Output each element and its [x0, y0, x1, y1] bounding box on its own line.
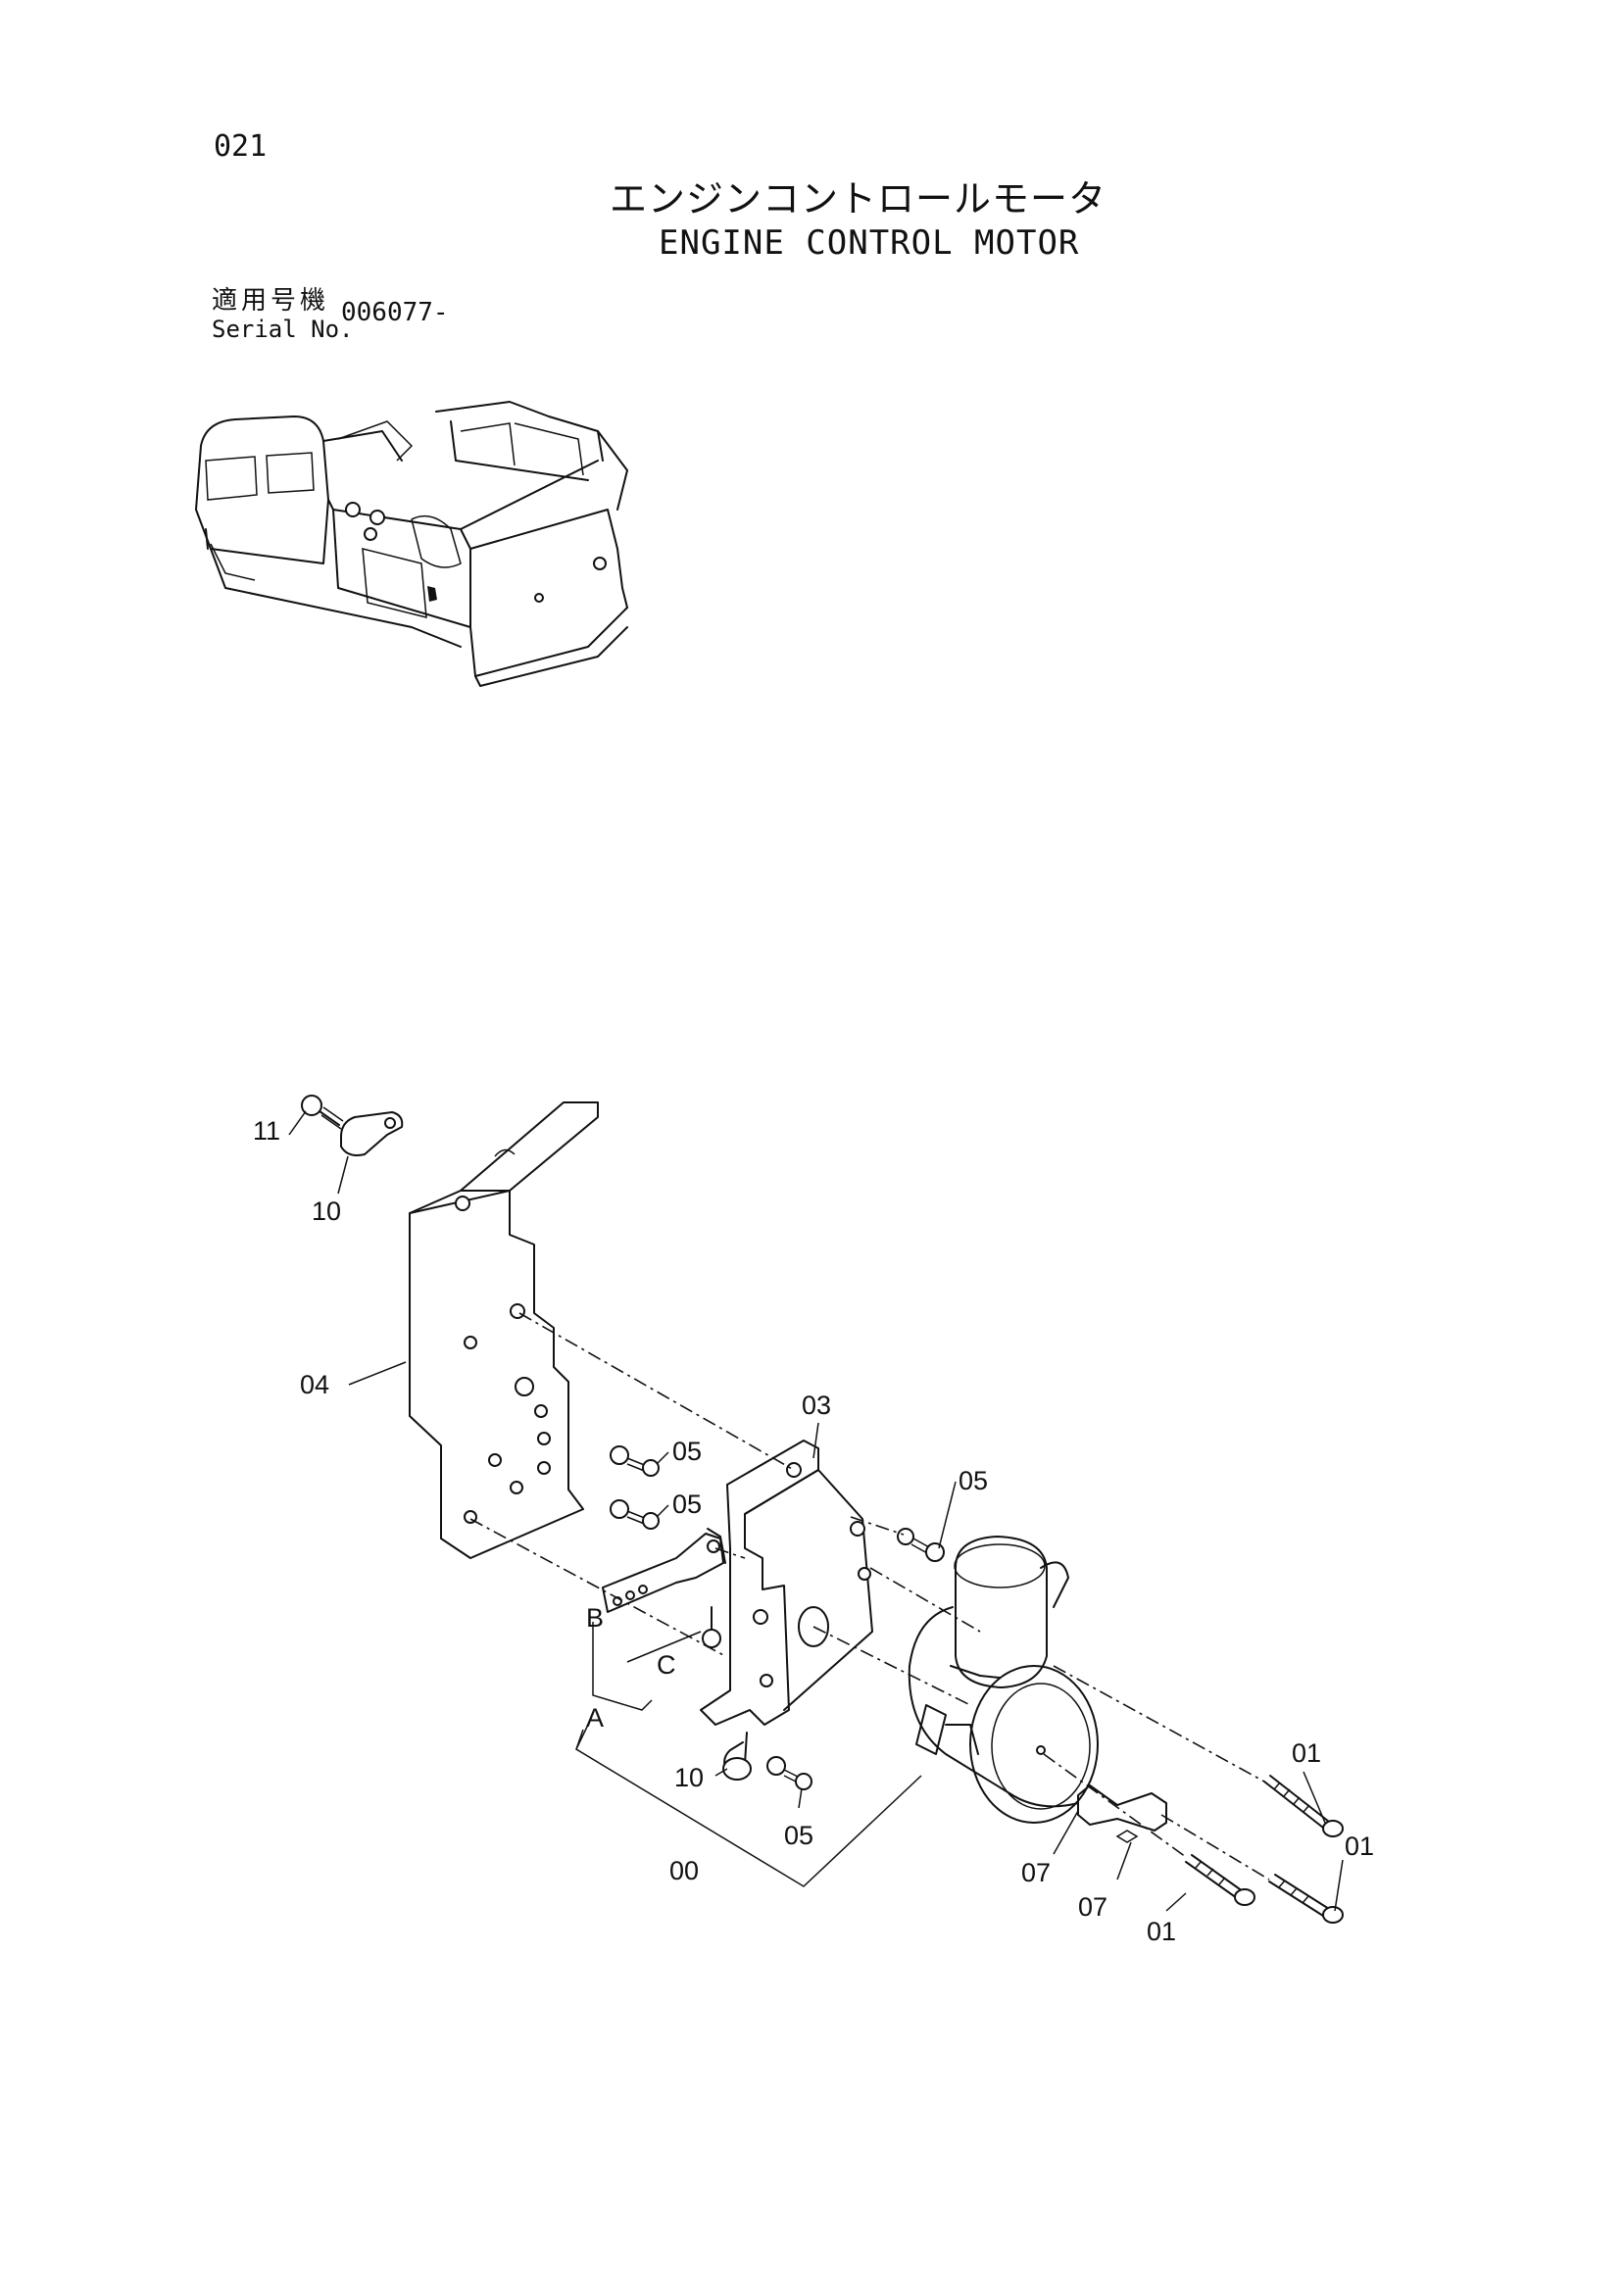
callout-00: 00: [669, 1856, 699, 1885]
bolt-01-a: [1263, 1775, 1344, 1837]
callout-C: C: [657, 1650, 676, 1680]
bolt-05-c: [897, 1528, 945, 1562]
page-number: 021: [214, 129, 268, 164]
callout-01-c: 01: [1147, 1917, 1176, 1946]
bolt-05-a: [610, 1445, 660, 1477]
lever-assembly: [602, 1528, 726, 1648]
bolt-05-b: [610, 1499, 660, 1530]
serial-label-english: Serial No.: [212, 316, 354, 343]
exploded-view: [288, 1095, 1344, 1924]
bolt-01-b: [1185, 1854, 1255, 1906]
callout-01-b: 01: [1345, 1832, 1374, 1861]
callout-B: B: [586, 1603, 604, 1633]
serial-label-japanese: 適用号機: [212, 286, 330, 316]
callout-05-b: 05: [672, 1490, 702, 1519]
callout-05-c: 05: [959, 1466, 988, 1495]
machine-location-thumbnail: [195, 401, 628, 687]
callout-10-bottom: 10: [674, 1763, 704, 1792]
serial-number-value: 006077-: [341, 298, 449, 327]
callout-05-d: 05: [784, 1821, 813, 1850]
title-japanese: エンジンコントロールモータ: [610, 177, 1107, 220]
callout-A: A: [586, 1703, 604, 1733]
bolt-01-c: [1268, 1874, 1344, 1924]
callout-11: 11: [253, 1116, 280, 1146]
bracket-04: [409, 1101, 599, 1559]
title-english: ENGINE CONTROL MOTOR: [659, 223, 1080, 263]
clamp-10-bottom: [722, 1732, 752, 1781]
stopper-07: [1077, 1784, 1167, 1843]
callout-01-a: 01: [1292, 1738, 1321, 1768]
callout-03: 03: [802, 1391, 831, 1420]
motor-00: [908, 1536, 1099, 1824]
callout-10-top: 10: [312, 1197, 341, 1226]
bracket-03: [700, 1440, 873, 1726]
callout-05-a: 05: [672, 1437, 702, 1466]
callout-07-a: 07: [1021, 1858, 1051, 1887]
clamp-10-top: [340, 1111, 404, 1156]
callout-04: 04: [300, 1370, 329, 1399]
bolt-05-d: [766, 1756, 812, 1790]
callout-07-b: 07: [1078, 1892, 1107, 1922]
bolt-11: [301, 1095, 344, 1130]
